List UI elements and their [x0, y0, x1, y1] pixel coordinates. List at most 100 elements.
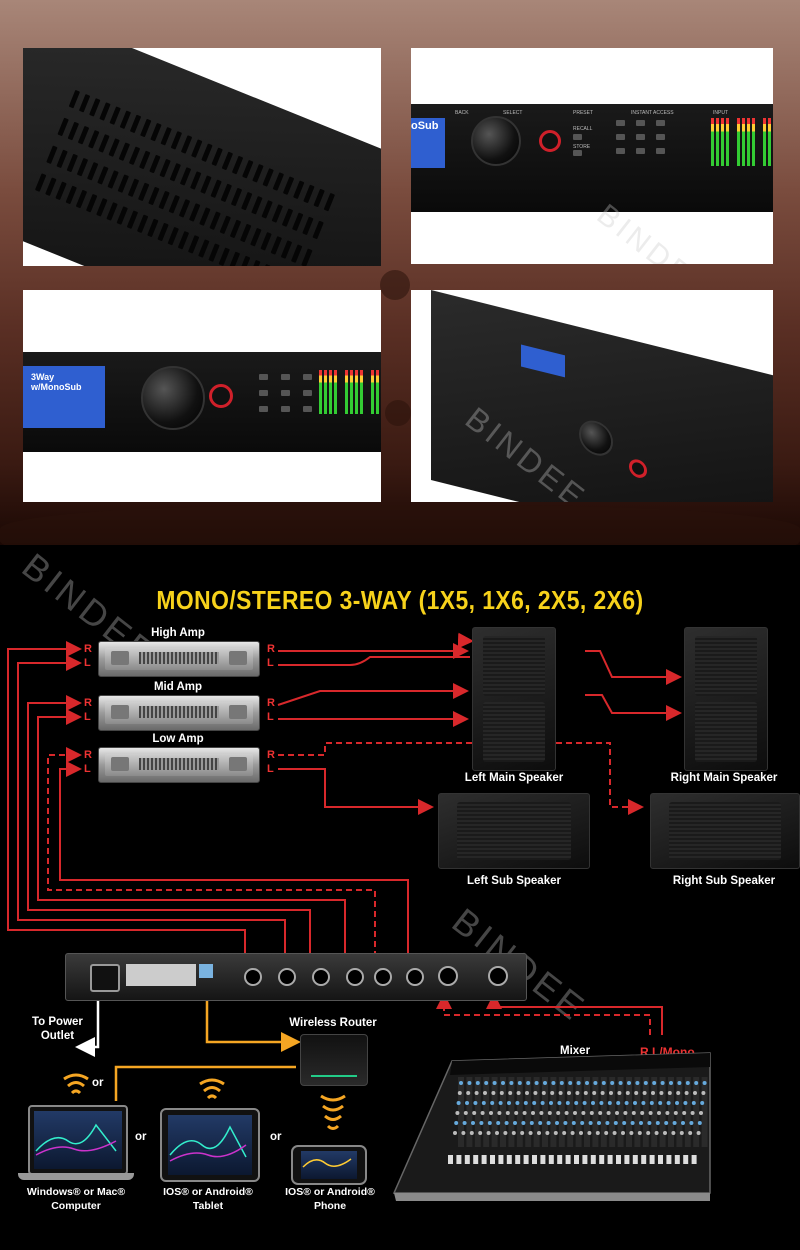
- channel-strip: [567, 1077, 574, 1147]
- mixer-knob: [553, 1131, 558, 1135]
- mixer-knob: [471, 1121, 475, 1125]
- mixer-knob: [514, 1111, 519, 1115]
- mixer-knob: [588, 1121, 593, 1125]
- channel-strip: [500, 1077, 506, 1147]
- channel-strip: [617, 1077, 624, 1147]
- panel-button: [656, 134, 665, 140]
- vent-slot: [108, 138, 120, 157]
- channel-strip: [550, 1077, 557, 1147]
- power-socket: [90, 964, 120, 992]
- mixer-fader: [448, 1155, 453, 1164]
- vent-slot: [68, 89, 81, 109]
- vent-slot: [281, 208, 294, 227]
- label-mixer: Mixer: [560, 1045, 591, 1057]
- mixer-knob: [531, 1111, 535, 1115]
- label-left-sub-speaker: Left Sub Speaker: [467, 875, 561, 887]
- channel-strip: [626, 1077, 632, 1147]
- mixer-knob: [501, 1081, 505, 1085]
- mixer-knob: [520, 1131, 525, 1135]
- mixer-knob: [651, 1091, 655, 1095]
- vent-slot: [301, 248, 313, 266]
- label-instant-access: INSTANT ACCESS: [631, 110, 674, 116]
- mixer-fader: [607, 1155, 613, 1164]
- vent-slot: [290, 244, 303, 263]
- mixer-knob: [463, 1111, 468, 1115]
- mixer-knob: [679, 1131, 684, 1135]
- vent-slot: [167, 226, 179, 246]
- channel-l-label: L: [84, 763, 91, 775]
- mixer-knob: [496, 1121, 501, 1125]
- lcd-display: 3Way w/MonoSub: [23, 366, 105, 428]
- mixer-knob: [665, 1111, 670, 1115]
- mixer-knob: [459, 1081, 463, 1085]
- vent-slot: [238, 255, 251, 266]
- channel-strip: [558, 1077, 565, 1147]
- mixer-knob: [474, 1091, 479, 1095]
- label-power-outlet: To Power Outlet: [32, 1016, 83, 1042]
- channel-l-label: L: [267, 763, 274, 775]
- level-meter: [376, 370, 379, 414]
- mixer-knob: [622, 1121, 627, 1125]
- mixer-knob: [597, 1121, 601, 1125]
- channel-l-label: L: [84, 657, 91, 669]
- vent-slot: [170, 131, 183, 150]
- vent-slot: [148, 186, 160, 206]
- label-right-main-speaker: Right Main Speaker: [670, 772, 778, 784]
- photo-chassis-top: [23, 48, 381, 266]
- mixer-knob: [635, 1081, 640, 1085]
- vent-slot: [128, 146, 141, 166]
- mixer-knob: [659, 1091, 664, 1095]
- mixer-fader: [473, 1155, 479, 1164]
- vent-slot: [119, 110, 132, 130]
- channel-strip: [668, 1077, 674, 1147]
- level-meter: [324, 370, 327, 414]
- phone: [291, 1145, 367, 1185]
- mixer-knob: [642, 1091, 647, 1095]
- vent-slot: [209, 211, 221, 230]
- mixer-knob: [475, 1081, 480, 1085]
- panel-button: [616, 134, 625, 140]
- level-meter: [768, 118, 771, 166]
- label-recall: RECALL: [573, 126, 593, 132]
- diagram-title: MONO/STEREO 3-WAY (1X5, 1X6, 2X5, 2X6): [156, 585, 644, 615]
- mixer-knob: [549, 1101, 553, 1105]
- mixer-knob: [491, 1091, 496, 1095]
- mixer-fader: [540, 1155, 546, 1164]
- mixer-knob: [490, 1101, 495, 1105]
- mixer-knob: [582, 1101, 587, 1105]
- mixer-knob: [671, 1131, 676, 1135]
- mixer-knob: [585, 1081, 589, 1085]
- mixer-knob: [606, 1111, 611, 1115]
- vent-slot: [129, 114, 142, 134]
- mixer-knob: [700, 1101, 705, 1105]
- mixer-knob: [702, 1081, 707, 1085]
- dsp-rear-panel: [65, 953, 527, 1001]
- amp-high: [98, 641, 260, 677]
- mixer-knob: [555, 1121, 559, 1125]
- panel-button: [636, 120, 645, 126]
- mixer-knob: [655, 1121, 660, 1125]
- vent-slot: [241, 191, 253, 211]
- vent-slot: [210, 179, 222, 199]
- vent-slot: [106, 202, 118, 221]
- photo-lcd-knob: 3Way w/MonoSub: [23, 290, 381, 502]
- mixer-knob: [610, 1081, 615, 1085]
- mixer-knob: [492, 1081, 497, 1085]
- lcd-display: [521, 344, 565, 378]
- vent-slot: [149, 154, 161, 174]
- vent-slot: [87, 161, 99, 181]
- vent-slot: [259, 263, 271, 266]
- mixer-fader: [691, 1155, 697, 1164]
- mixer-knob: [616, 1101, 621, 1105]
- mixer-knob: [685, 1081, 690, 1085]
- mixer-fader: [590, 1155, 596, 1164]
- vent-slot: [140, 118, 152, 138]
- label-store: STORE: [573, 144, 591, 150]
- vent-slot: [118, 142, 131, 161]
- mixer-knob: [629, 1131, 634, 1135]
- panel-button: [259, 374, 268, 380]
- mixer-knob: [513, 1121, 517, 1125]
- level-meter: [737, 118, 740, 166]
- vent-slot: [198, 239, 210, 258]
- vent-slot: [77, 125, 90, 145]
